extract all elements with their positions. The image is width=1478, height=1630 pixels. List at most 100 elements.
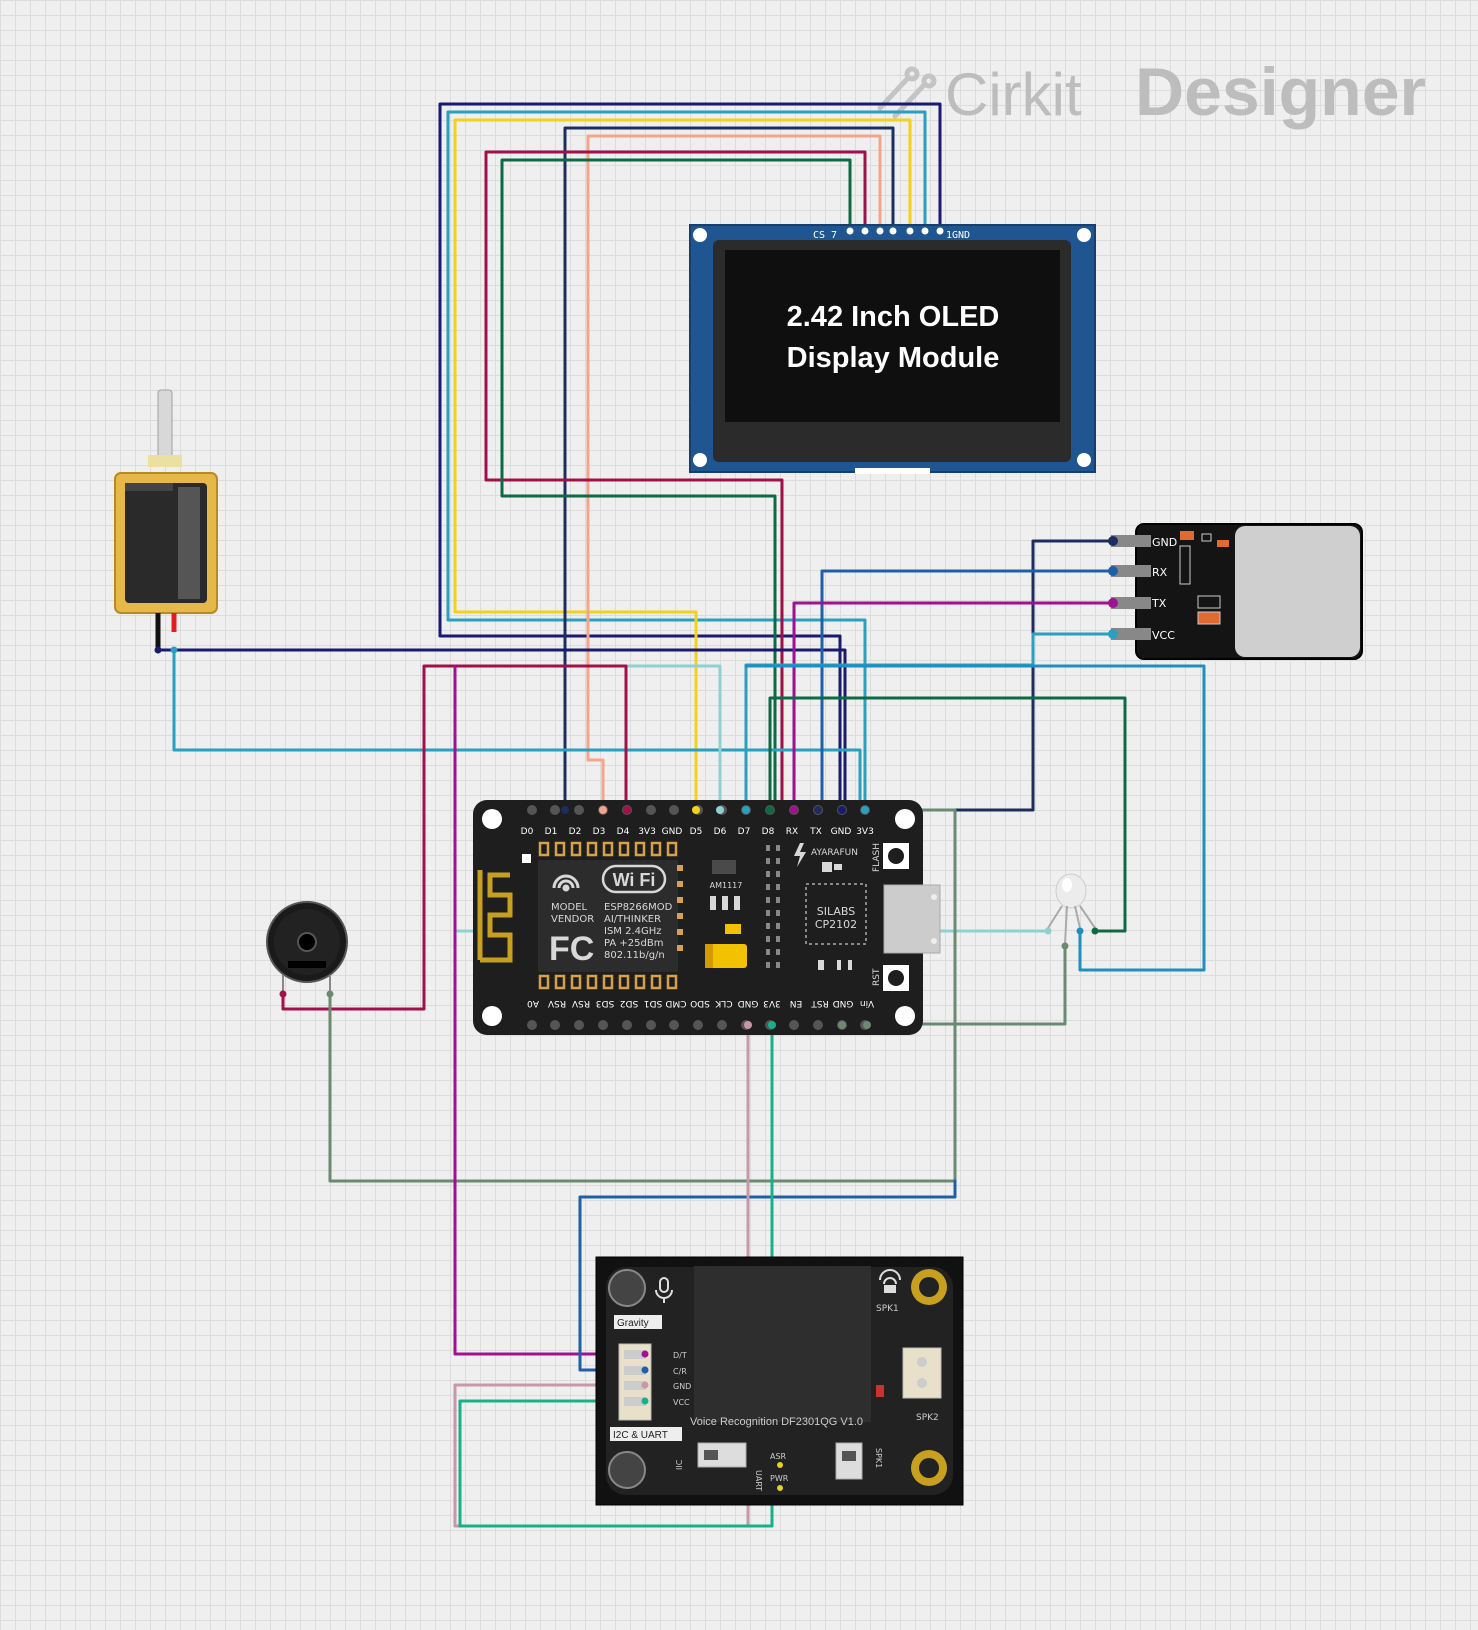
esp8266-nodemcu-board[interactable]: D0 D1 D2 D3 D4 3V3 GND D5 D6 D7 D8 RX TX…	[473, 800, 941, 1035]
pin-label-d5: D5	[690, 827, 703, 837]
spk2-label: SPK2	[916, 1413, 939, 1423]
wire-oled-vcc[interactable]	[446, 110, 927, 808]
wire-buzzer-pos[interactable]	[281, 664, 628, 1011]
fp-pin-label-vcc: VCC	[1152, 629, 1175, 642]
fingerprint-sensor[interactable]: GND RX TX VCC	[1108, 523, 1363, 660]
esp-bottom-header	[527, 1020, 870, 1030]
wire-solenoid-pos[interactable]	[172, 648, 862, 808]
pin-label-sdo: SDO	[690, 998, 710, 1008]
rst-label: RST	[872, 968, 882, 986]
pin-label-3v3-a: 3V3	[638, 827, 656, 837]
wifi-badge	[601, 864, 667, 894]
capacitor	[705, 944, 747, 968]
pin-label-d6: D6	[714, 827, 727, 837]
model-label: MODEL	[551, 902, 588, 913]
pin-label-sd1: SD1	[644, 998, 662, 1008]
chip-label-silabs: SILABS	[817, 905, 855, 918]
voice-chip	[694, 1266, 871, 1422]
regulator-leads	[710, 896, 740, 910]
wire-voice-dt[interactable]	[453, 664, 647, 1356]
module-pa: PA +25dBm	[604, 938, 663, 949]
pin-label-d0: D0	[521, 827, 534, 837]
gravity-label: Gravity	[617, 1318, 649, 1329]
pin-label-clk: CLK	[714, 998, 732, 1008]
wire-oled-sck[interactable]	[453, 118, 912, 808]
pin-label-3v3-b: 3V3	[856, 827, 874, 837]
wire-led-g[interactable]	[768, 696, 1127, 933]
pin-label-en: EN	[790, 998, 802, 1008]
pin-label-vin: Vin	[860, 998, 874, 1008]
oled-title-line2: Display Module	[787, 342, 1000, 374]
pin-label-gnd-c: GND	[738, 998, 759, 1008]
pin-label-rx: RX	[786, 827, 798, 837]
rgb-led[interactable]	[1044, 873, 1099, 950]
micro-usb-port[interactable]	[883, 884, 941, 954]
voice-module-title: Voice Recognition DF2301QG V1.0	[690, 1416, 863, 1428]
voice-recognition-module[interactable]: Gravity D/T C/R GND VCC I2C & UART Voice…	[595, 1256, 964, 1506]
solenoid-lock[interactable]	[114, 389, 218, 654]
wire-solenoid-neg[interactable]	[156, 648, 847, 808]
led-dome	[1055, 873, 1087, 909]
voice-connector-pins	[624, 1350, 646, 1406]
mic-top	[608, 1269, 646, 1307]
pin-label-3v3-c: 3V3	[763, 998, 781, 1008]
spk1-label: SPK1	[876, 1304, 899, 1314]
esp-module-pads-right	[677, 865, 683, 951]
wire-led-b[interactable]	[744, 664, 1206, 972]
oled-title-line1: 2.42 Inch OLED	[787, 301, 1000, 333]
wifi-logo-icon	[552, 874, 580, 892]
cirkit-logo-text-part1: Cirkit	[945, 61, 1082, 128]
cirkit-logo-icon	[877, 66, 937, 119]
module-ism: ISM 2.4GHz	[604, 926, 662, 937]
esp-passives	[766, 845, 780, 968]
oled-mount-hole-bl	[693, 453, 707, 467]
mic-icon	[655, 1277, 673, 1303]
wire-oled-res[interactable]	[586, 134, 882, 808]
esp-antenna	[477, 870, 513, 963]
voice-pin-label-dt: D/T	[673, 1351, 687, 1360]
esp-top-pin-labels: D0 D1 D2 D3 D4 3V3 GND D5 D6 D7 D8 RX TX…	[521, 827, 874, 837]
pin-label-gnd-b: GND	[831, 827, 852, 837]
wire-fp-vcc[interactable]	[744, 632, 1115, 808]
oled-module[interactable]: 2.42 Inch OLED Display Module CS 7 1GND	[689, 224, 1096, 474]
spk2-connector	[902, 1347, 942, 1399]
fp-components	[1179, 531, 1229, 625]
esp-bottom-pin-labels: A0 RSV RSV SD3 SD2 SD1 CMD SDO CLK GND 3…	[527, 998, 874, 1008]
fp-pins	[1111, 535, 1151, 640]
pin-label-rsv-a: RSV	[547, 998, 566, 1008]
wire-fp-rx[interactable]	[820, 569, 1115, 808]
speaker-icon	[879, 1269, 901, 1293]
wire-fp-gnd[interactable]	[816, 539, 1115, 812]
vendor-label: VENDOR	[551, 914, 594, 925]
pin-label-d8: D8	[762, 827, 775, 837]
wire-oled-sda[interactable]	[563, 126, 895, 808]
regulator-chip	[712, 860, 736, 874]
pwr-label: PWR	[770, 1474, 789, 1483]
fingerprint-window	[1235, 526, 1360, 657]
uart-label: UART	[754, 1470, 763, 1491]
voice-pin-label-gnd: GND	[673, 1382, 691, 1391]
pin-label-d2: D2	[569, 827, 582, 837]
esp-module-pads-top	[538, 841, 678, 857]
pin-label-d7: D7	[738, 827, 751, 837]
pin-label-d4: D4	[617, 827, 630, 837]
chip-label-cp2102: CP2102	[815, 918, 857, 931]
oled-mount-hole-tl	[693, 228, 707, 242]
pin-label-rsv-b: RSV	[571, 998, 590, 1008]
iic-label: IIC	[675, 1459, 684, 1470]
oled-pin-header	[846, 227, 944, 235]
asr-label: ASR	[770, 1452, 787, 1461]
i2c-uart-label: I2C & UART	[613, 1430, 668, 1441]
esp-mount-hole-br	[895, 1006, 915, 1026]
piezo-buzzer[interactable]	[266, 901, 348, 998]
pin-label-cmd: CMD	[665, 998, 686, 1008]
led-legs	[1047, 905, 1096, 945]
wire-oled-cs[interactable]	[500, 158, 852, 808]
pin-label-sd2: SD2	[620, 998, 638, 1008]
wire-fp-tx[interactable]	[792, 601, 1115, 808]
mic-bottom	[608, 1451, 646, 1489]
usb-uart-chip	[805, 883, 867, 945]
module-vendor: AI/THINKER	[604, 914, 661, 925]
voice-pin-label-cr: C/R	[673, 1367, 687, 1376]
